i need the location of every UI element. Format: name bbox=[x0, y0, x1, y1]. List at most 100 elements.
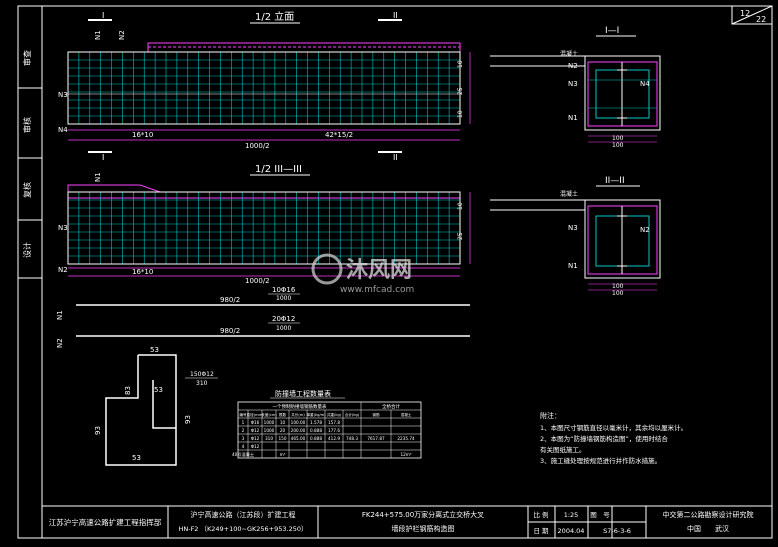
bent-dim-right: 93 bbox=[184, 415, 192, 424]
rebar-N1-spec: 10Φ16 bbox=[272, 286, 296, 294]
table-header-total: 全桥合计 bbox=[382, 403, 400, 410]
section-mark-II-bottom: II bbox=[393, 153, 398, 162]
dim-side-10-e2: 10 bbox=[457, 202, 464, 210]
dim-s1-b: 100 bbox=[612, 142, 624, 149]
side-label-check: 复核 bbox=[22, 182, 32, 198]
table-cell: 150 bbox=[279, 436, 287, 441]
section-mark-II-top: II bbox=[393, 11, 398, 20]
rebar-N1-length: 980/2 bbox=[220, 296, 240, 304]
dim-s2-b: 100 bbox=[612, 290, 624, 297]
company-name: 江苏沪宁高速公路扩建工程指挥部 bbox=[49, 517, 162, 527]
section-I-title: I—I bbox=[605, 26, 619, 36]
designer-line-1: 中交第二公路勘察设计研究院 bbox=[663, 510, 754, 519]
label-N2-e2: N2 bbox=[58, 266, 68, 274]
elevation-1-title: 1/2 立面 bbox=[255, 10, 294, 23]
label-N3-e2: N3 bbox=[58, 224, 68, 232]
note-1: 1、本图尺寸钢筋直径以毫米计，其余均以厘米计。 bbox=[540, 423, 687, 432]
label-N3-s2: N3 bbox=[568, 224, 578, 232]
dim-side-10b-e1: 10 bbox=[457, 110, 464, 118]
rebar-N1-id: N1 bbox=[56, 310, 64, 320]
dim-s1-a: 100 bbox=[612, 135, 624, 142]
title-block: 江苏沪宁高速公路扩建工程指挥部 沪宁高速公路（江苏段）扩建工程 HN-F2 （K… bbox=[42, 505, 772, 538]
dim-16x10-e1: 16*10 bbox=[132, 131, 153, 139]
dim-side-25-e2: 25 bbox=[457, 232, 464, 240]
section-mark-I-top: I bbox=[102, 11, 104, 20]
label-N1-s1: N1 bbox=[568, 114, 578, 122]
rebar-N3-spec: 150Φ12 bbox=[190, 371, 214, 378]
label-N1-s2: N1 bbox=[568, 262, 578, 270]
table-title: 防撞墙工程数量表 bbox=[275, 389, 331, 398]
figno-label: 图 号 bbox=[590, 511, 610, 519]
table-cell: 20 bbox=[280, 428, 286, 433]
label-N1-e2: N1 bbox=[94, 172, 102, 182]
table-cell: 177.6 bbox=[328, 428, 340, 433]
watermark-logo-icon bbox=[311, 253, 343, 285]
section-mark-I-bottom: I bbox=[102, 153, 104, 162]
sheet-number-box: 12 22 bbox=[731, 5, 773, 25]
table-cell: 412.9 bbox=[328, 436, 340, 441]
dim-16x10-e2: 16*10 bbox=[132, 268, 153, 276]
bent-dim-mid: 53 bbox=[154, 386, 163, 394]
quantity-table: 防撞墙工程数量表 一个预制防撞墙钢筋数量表全桥合计编号直径(mm)长度(cm)根… bbox=[232, 389, 422, 459]
table-frame bbox=[237, 401, 422, 459]
label-N3-s1: N3 bbox=[568, 80, 578, 88]
notes-heading: 附注： bbox=[540, 411, 561, 420]
table-cell: 3 bbox=[242, 436, 245, 441]
table-cell: 1000 bbox=[264, 428, 275, 433]
label-N4-e1: N4 bbox=[58, 126, 68, 134]
rebar-details: N1 980/2 10Φ16 1000 N2 980/2 20Φ12 1000 bbox=[56, 286, 470, 348]
drawing-line-1: FK244+575.00万家分离式立交桥大叉 bbox=[362, 510, 484, 519]
table-cell: 10 bbox=[280, 420, 286, 425]
rebar-N1-sub: 1000 bbox=[276, 295, 291, 302]
rebar-N3-sub: 310 bbox=[196, 380, 208, 387]
table-cell: 200.00 bbox=[291, 428, 306, 433]
table-cell: 310 bbox=[265, 436, 273, 441]
watermark-text-en: www.mfcad.com bbox=[340, 285, 414, 295]
table-cell: Φ16 bbox=[251, 420, 260, 425]
table-cell: 40号混凝土 bbox=[232, 451, 254, 458]
drawing-line-2: 墙段护栏钢筋构造图 bbox=[392, 524, 455, 533]
note-2: 2、本图为“防撞墙钢筋构造图”，使用时结合 bbox=[540, 434, 668, 443]
table-cell: 100.00 bbox=[291, 420, 306, 425]
table-cell: Φ12 bbox=[251, 444, 260, 449]
side-label-design: 设计 bbox=[22, 242, 32, 258]
table-col-header: 共重(kg) bbox=[327, 412, 342, 417]
table-col-header: 长度(cm) bbox=[261, 412, 277, 417]
rebar-N2-length: 980/2 bbox=[220, 327, 240, 335]
dim-side-25-e1: 25 bbox=[457, 87, 464, 95]
table-cell: 1000 bbox=[264, 420, 275, 425]
table-cell: 7617.87 bbox=[367, 436, 385, 441]
table-col-header: 根数 bbox=[279, 412, 287, 417]
dim-s2-a: 100 bbox=[612, 283, 624, 290]
sheet-num: 12 bbox=[740, 9, 750, 18]
scale-value: 1:25 bbox=[564, 511, 579, 519]
section-II-top-label: 混凝土 bbox=[560, 190, 578, 198]
dim-1000-e2: 1000/2 bbox=[245, 277, 270, 285]
table-cell: Φ12 bbox=[251, 436, 260, 441]
side-label-audit: 审核 bbox=[22, 117, 32, 133]
notes: 附注： 1、本图尺寸钢筋直径以毫米计，其余均以厘米计。 2、本图为“防撞墙钢筋构… bbox=[540, 411, 687, 465]
project-line-1: 沪宁高速公路（江苏段）扩建工程 bbox=[191, 510, 296, 519]
scale-label: 比 例 bbox=[533, 510, 548, 519]
table-cell: 1.578 bbox=[310, 420, 322, 425]
bent-dim-outer: 93 bbox=[94, 426, 102, 435]
dim-side-10-e1: 10 bbox=[457, 60, 464, 68]
section-II-title: II—II bbox=[605, 176, 625, 186]
table-cell: 12m³ bbox=[400, 452, 411, 457]
rebar-N2-spec: 20Φ12 bbox=[272, 315, 295, 323]
label-N4-s1: N4 bbox=[640, 80, 650, 88]
section-I: I—I 混凝土 N2 N3 N1 N4 100 100 bbox=[490, 26, 661, 149]
dim-42x15-e1: 42*15/2 bbox=[325, 131, 353, 139]
table-col-header: 钢筋 bbox=[372, 412, 380, 417]
table-cell: 748.3 bbox=[346, 436, 358, 441]
bent-dim-bottom: 53 bbox=[132, 454, 141, 462]
bent-bar-detail: 53 83 53 93 53 93 150Φ12 310 bbox=[94, 346, 218, 466]
table-header-group: 一个预制防撞墙钢筋数量表 bbox=[273, 403, 327, 410]
rebar-N2-id: N2 bbox=[56, 338, 64, 348]
label-N2-s2: N2 bbox=[640, 226, 650, 234]
designer-line-2: 中国 武汉 bbox=[687, 524, 729, 533]
note-4: 3、施工缝处理按规范进行并作防水措施。 bbox=[540, 456, 661, 465]
bent-dim-top: 53 bbox=[150, 346, 159, 354]
quantity-table-grid: 一个预制防撞墙钢筋数量表全桥合计编号直径(mm)长度(cm)根数共长(m)单重(… bbox=[232, 401, 422, 459]
